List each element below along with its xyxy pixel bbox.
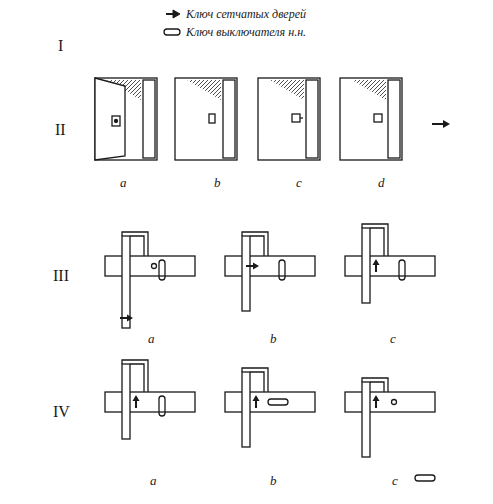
step-letter: b [214, 176, 221, 189]
step-letter: b [270, 332, 277, 345]
row-number: IV [53, 404, 70, 420]
step-letter: c [296, 176, 302, 189]
legend-icons [164, 10, 180, 35]
step-letter: a [120, 176, 127, 189]
row-number: II [55, 122, 66, 138]
cabinets [95, 78, 450, 160]
step-letter: a [148, 332, 155, 345]
step-letter: d [378, 176, 385, 189]
row-number: III [53, 268, 69, 284]
step-letter: a [150, 474, 157, 487]
step-letter: c [392, 474, 398, 487]
step-letter: b [270, 474, 277, 487]
legend-text: Ключ выключателя н.н. [186, 26, 306, 38]
interlock-mechanisms [105, 224, 435, 481]
step-letter: c [390, 332, 396, 345]
row-number: I [58, 38, 63, 54]
legend-text: Ключ сетчатых дверей [186, 8, 306, 20]
